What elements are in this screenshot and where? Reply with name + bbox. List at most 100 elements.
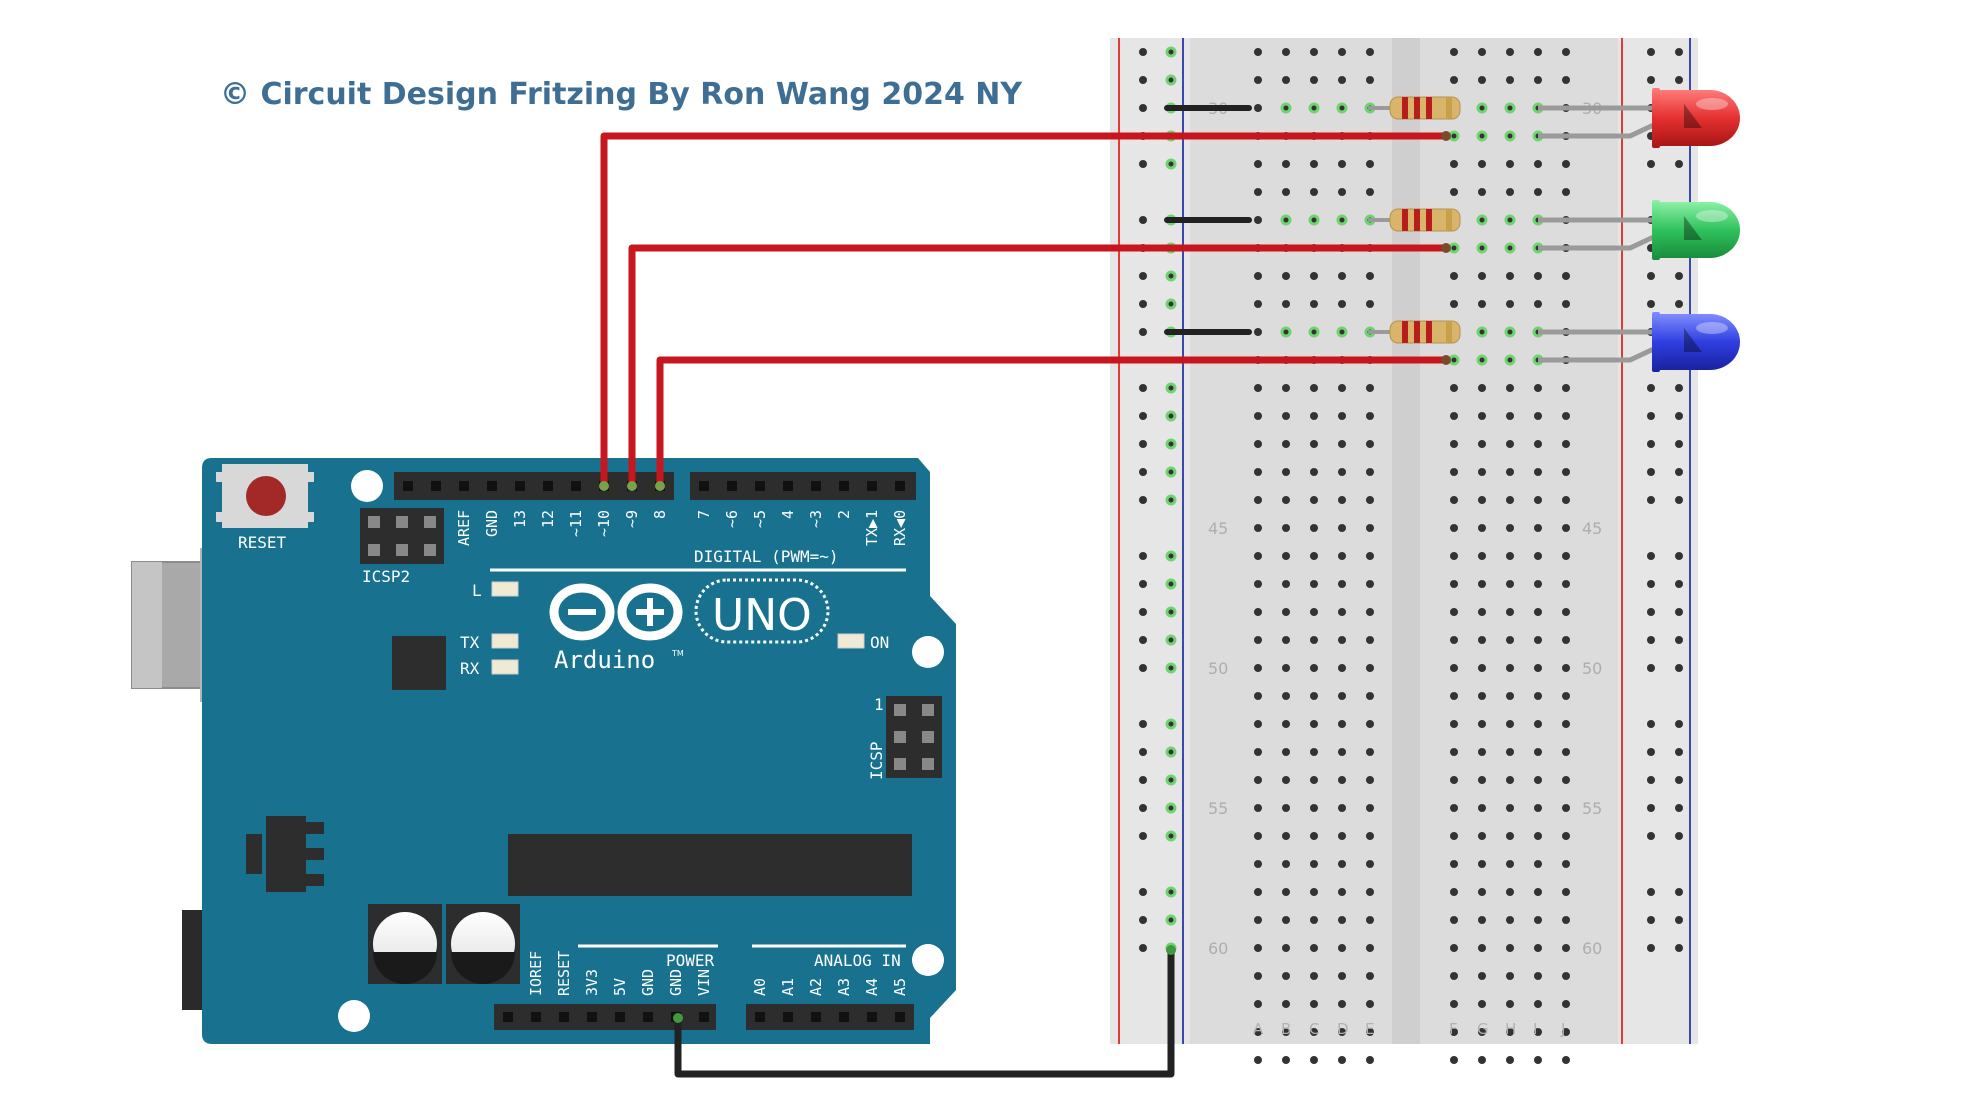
rail-hole xyxy=(1647,272,1655,280)
breadboard-hole xyxy=(1254,496,1262,504)
breadboard-hole xyxy=(1562,384,1570,392)
breadboard-hole xyxy=(1338,48,1346,56)
breadboard-hole xyxy=(1478,1056,1486,1064)
breadboard-hole xyxy=(1478,188,1486,196)
breadboard-hole xyxy=(1282,664,1290,672)
rail-hole xyxy=(1647,412,1655,420)
digital-pin-label: 8 xyxy=(651,510,669,519)
breadboard-hole xyxy=(1366,496,1374,504)
led-green xyxy=(1538,200,1740,260)
header-pin xyxy=(559,1012,569,1022)
breadboard-hole xyxy=(1534,1000,1542,1008)
breadboard-hole xyxy=(1506,888,1514,896)
breadboard-hole xyxy=(1338,692,1346,700)
breadboard-hole xyxy=(1450,440,1458,448)
breadboard-hole xyxy=(1254,552,1262,560)
rail-hole xyxy=(1139,412,1147,420)
breadboard-hole xyxy=(1366,888,1374,896)
rail-hole xyxy=(1647,608,1655,616)
analog-header xyxy=(746,1004,914,1030)
breadboard-hole xyxy=(1282,384,1290,392)
breadboard-hole xyxy=(1450,608,1458,616)
breadboard-hole xyxy=(1282,300,1290,308)
column-letter: A xyxy=(1253,1020,1264,1038)
breadboard-hole xyxy=(1478,384,1486,392)
rail-hole xyxy=(1675,384,1683,392)
breadboard-hole xyxy=(1310,384,1318,392)
breadboard-hole xyxy=(1254,328,1262,336)
breadboard-hole xyxy=(1366,468,1374,476)
breadboard-hole xyxy=(1310,776,1318,784)
rail-hole xyxy=(1675,48,1683,56)
breadboard-hole xyxy=(1534,524,1542,532)
breadboard-hole xyxy=(1506,188,1514,196)
breadboard-hole xyxy=(1310,832,1318,840)
resistors xyxy=(1368,96,1461,344)
rail-hole xyxy=(1647,636,1655,644)
reset-button[interactable] xyxy=(216,464,314,528)
breadboard-hole xyxy=(1310,48,1318,56)
breadboard-hole xyxy=(1366,776,1374,784)
breadboard-hole xyxy=(1282,944,1290,952)
on-label: ON xyxy=(870,633,889,652)
power-pin-label: 3V3 xyxy=(583,969,601,996)
breadboard-hole xyxy=(1310,76,1318,84)
header-pin xyxy=(431,481,441,491)
on-indicator xyxy=(837,633,865,649)
rail-hole xyxy=(1675,412,1683,420)
rx-label: RX xyxy=(460,659,480,678)
breadboard-hole xyxy=(1506,860,1514,868)
breadboard-hole xyxy=(1338,496,1346,504)
breadboard-hole xyxy=(1450,692,1458,700)
breadboard-hole xyxy=(1254,1056,1262,1064)
rail-hole xyxy=(1139,552,1147,560)
resistor xyxy=(1368,320,1461,344)
rail-hole xyxy=(1139,300,1147,308)
breadboard-hole xyxy=(1450,860,1458,868)
breadboard-hole xyxy=(1478,636,1486,644)
breadboard-hole xyxy=(1338,944,1346,952)
breadboard-hole xyxy=(1338,636,1346,644)
breadboard-hole xyxy=(1478,440,1486,448)
breadboard-hole xyxy=(1506,944,1514,952)
breadboard-hole xyxy=(1254,888,1262,896)
breadboard-hole xyxy=(1254,440,1262,448)
breadboard-hole xyxy=(1366,944,1374,952)
analog-pin-label: A2 xyxy=(807,978,825,996)
breadboard-hole xyxy=(1478,552,1486,560)
breadboard-hole xyxy=(1366,188,1374,196)
breadboard-hole xyxy=(1478,664,1486,672)
rail-hole xyxy=(1139,76,1147,84)
capacitor xyxy=(368,904,442,984)
breadboard-hole xyxy=(1310,496,1318,504)
analog-pin-label: A5 xyxy=(891,978,909,996)
breadboard-hole xyxy=(1478,580,1486,588)
breadboard-hole xyxy=(1282,552,1290,560)
breadboard-hole xyxy=(1450,524,1458,532)
row-number-left: 50 xyxy=(1208,659,1228,678)
board-pcb xyxy=(202,458,956,1044)
breadboard-hole xyxy=(1254,916,1262,924)
atmega328-chip xyxy=(508,834,912,896)
breadboard-hole xyxy=(1562,496,1570,504)
breadboard-hole xyxy=(1254,300,1262,308)
breadboard-hole xyxy=(1282,1000,1290,1008)
breadboard-hole xyxy=(1338,776,1346,784)
breadboard-hole xyxy=(1450,188,1458,196)
breadboard-hole xyxy=(1254,608,1262,616)
breadboard-hole xyxy=(1562,916,1570,924)
breadboard-hole xyxy=(1506,748,1514,756)
breadboard-hole xyxy=(1534,916,1542,924)
breadboard-hole xyxy=(1338,832,1346,840)
rail-hole xyxy=(1139,496,1147,504)
breadboard-hole xyxy=(1338,552,1346,560)
header-pin xyxy=(543,481,553,491)
breadboard-hole xyxy=(1366,552,1374,560)
breadboard-hole xyxy=(1310,1056,1318,1064)
breadboard-hole xyxy=(1366,300,1374,308)
breadboard-hole xyxy=(1310,1028,1318,1036)
breadboard-hole xyxy=(1282,692,1290,700)
breadboard-hole xyxy=(1282,496,1290,504)
breadboard-hole xyxy=(1254,76,1262,84)
resistor xyxy=(1368,208,1461,232)
